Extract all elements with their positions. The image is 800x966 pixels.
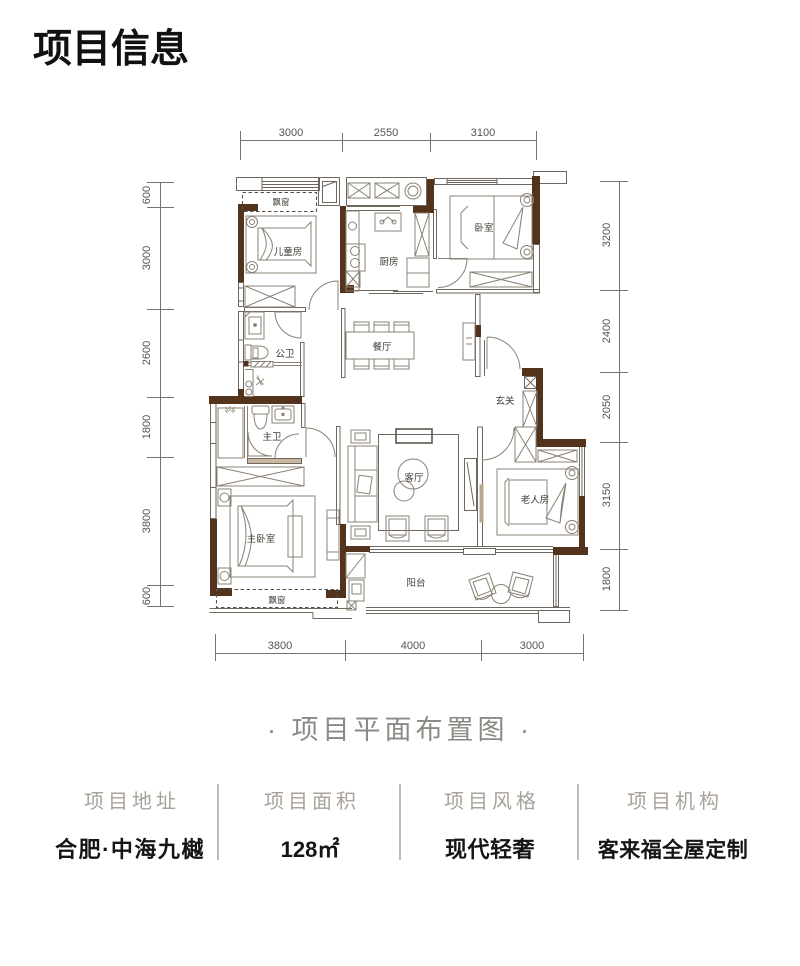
svg-text:项目风格: 项目风格	[444, 790, 540, 813]
svg-text:3000: 3000	[520, 640, 544, 652]
svg-text:卧室: 卧室	[474, 222, 493, 234]
svg-text:2600: 2600	[141, 341, 153, 365]
svg-text:项目面积: 项目面积	[264, 790, 360, 813]
svg-text:· 项目平面布置图 ·: · 项目平面布置图 ·	[267, 715, 533, 745]
svg-text:3100: 3100	[471, 127, 495, 139]
svg-text:1800: 1800	[141, 415, 153, 439]
svg-text:600: 600	[141, 186, 153, 204]
svg-text:玄关: 玄关	[495, 395, 515, 407]
svg-text:128㎡: 128㎡	[281, 837, 340, 862]
svg-text:主卧室: 主卧室	[247, 533, 276, 545]
svg-text:客来福全屋定制: 客来福全屋定制	[598, 838, 749, 862]
svg-text:现代轻奢: 现代轻奢	[445, 837, 536, 862]
svg-text:项目机构: 项目机构	[627, 790, 723, 813]
svg-text:公卫: 公卫	[275, 349, 295, 360]
svg-text:餐厅: 餐厅	[372, 341, 392, 353]
svg-text:3200: 3200	[601, 223, 613, 247]
svg-text:项目地址: 项目地址	[84, 790, 180, 813]
svg-text:600: 600	[141, 587, 153, 605]
svg-text:3000: 3000	[141, 246, 153, 270]
svg-text:1800: 1800	[601, 567, 613, 591]
svg-text:客厅: 客厅	[404, 472, 424, 484]
svg-text:4000: 4000	[401, 640, 425, 652]
svg-text:飘窗: 飘窗	[272, 197, 289, 207]
svg-text:3150: 3150	[601, 483, 613, 507]
svg-text:3800: 3800	[268, 640, 292, 652]
svg-text:主卫: 主卫	[262, 431, 282, 443]
svg-text:老人房: 老人房	[521, 494, 550, 506]
svg-text:合肥·中海九樾: 合肥·中海九樾	[55, 837, 205, 862]
svg-text:阳台: 阳台	[406, 577, 425, 589]
svg-text:2550: 2550	[374, 127, 398, 139]
svg-text:儿童房: 儿童房	[274, 246, 303, 258]
svg-text:3800: 3800	[141, 509, 153, 533]
svg-text:厨房: 厨房	[379, 256, 398, 268]
svg-text:项目信息: 项目信息	[33, 28, 189, 71]
svg-text:2400: 2400	[601, 319, 613, 343]
svg-text:2050: 2050	[601, 395, 613, 419]
svg-text:飘窗: 飘窗	[268, 595, 285, 605]
svg-text:3000: 3000	[279, 127, 303, 139]
